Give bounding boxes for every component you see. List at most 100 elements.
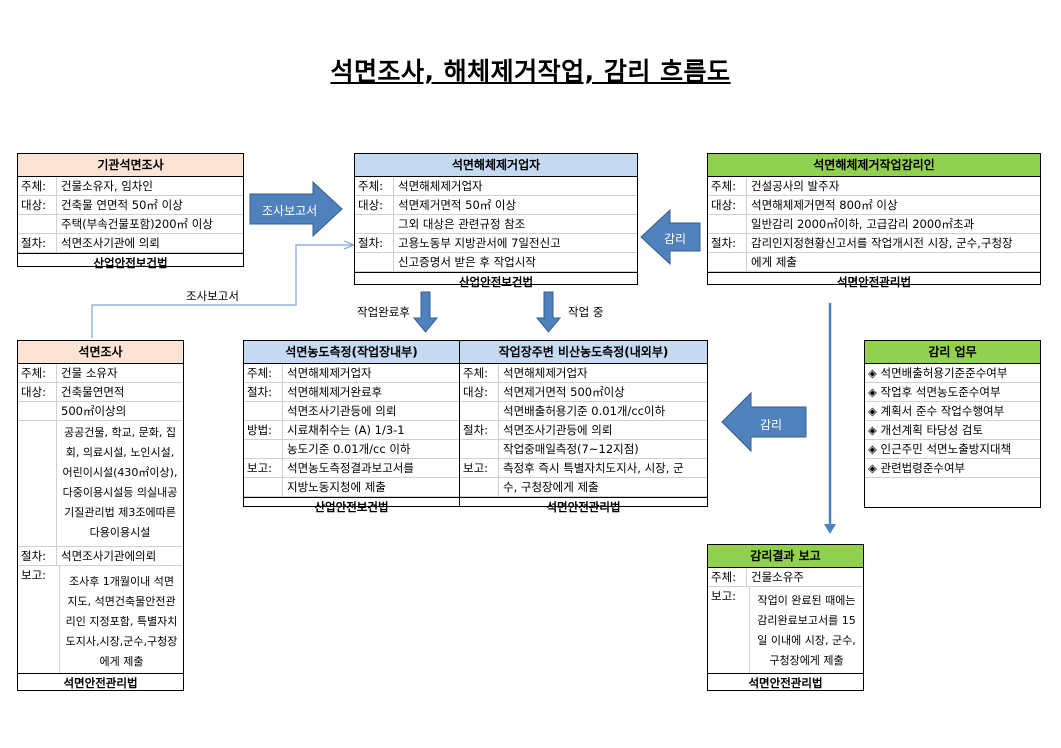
row-value: 500㎡이상의 bbox=[56, 402, 183, 420]
agency-survey-box: 기관석면조사 주체: 건물소유자, 임차인 대상: 건축물 연면적 50㎡ 이상 주… bbox=[17, 153, 244, 270]
row-value: 석면해체제거면적 800㎡ 이상 bbox=[746, 196, 1040, 214]
row-label: 보고: bbox=[247, 461, 273, 475]
row-label bbox=[18, 402, 56, 420]
row-label: 방법: bbox=[247, 423, 273, 437]
row-label: 대상: bbox=[463, 385, 489, 399]
asbestos-survey-target-detail: 공공건물, 학교, 문화, 집회, 의료시설, 노인시설, 어린이시설(430㎡… bbox=[56, 421, 183, 546]
row-label bbox=[708, 253, 746, 271]
after-completion-label: 작업완료후 bbox=[357, 305, 410, 319]
during-work-label: 작업 중 bbox=[568, 305, 604, 319]
concentration-work-box: 석면농도측정(작업장내부) 주체:석면해체제거업자 절차:석면해체제거완료후 석… bbox=[243, 340, 460, 514]
concentration-work-header: 석면농도측정(작업장내부) bbox=[244, 341, 459, 364]
row-label: 절차: bbox=[358, 236, 384, 250]
row-value: 작업중매일측정(7~12지점) bbox=[498, 440, 707, 458]
row-label: 주체: bbox=[711, 570, 737, 584]
table-row: 절차:석면조사기관에 의뢰 bbox=[18, 234, 243, 253]
row-label bbox=[244, 440, 282, 458]
row-label: 주체: bbox=[247, 366, 273, 380]
list-item: ◈ 개선계획 타당성 검토 bbox=[865, 421, 1040, 440]
table-row: 절차: 석면해체제거완료후 bbox=[244, 383, 459, 402]
row-value: 석면조사기관에의뢰 bbox=[56, 547, 183, 565]
table-row: 주체: 건물소유자, 임차인 bbox=[18, 177, 243, 196]
row-value: 감리인지정현황신고서를 작업개시전 시장, 군수,구청장 bbox=[746, 234, 1040, 252]
row-label: 주체: bbox=[21, 366, 47, 380]
row-label: 보고: bbox=[711, 589, 737, 603]
table-row: 대상:석면제거면적 500㎡이상 bbox=[460, 383, 707, 402]
task-item: ◈ 작업후 석면농도준수여부 bbox=[868, 385, 1001, 399]
row-label: 주체: bbox=[358, 179, 384, 193]
row-value: 석면조사기관등에 의뢰 bbox=[498, 421, 707, 439]
table-row: 대상:석면제거면적 50㎡ 이상 bbox=[355, 196, 637, 215]
row-value: 건축물 연면적 50㎡ 이상 bbox=[56, 196, 243, 214]
row-label bbox=[244, 478, 282, 496]
row-label: 대상: bbox=[711, 198, 737, 212]
supervision-report-law: 석면안전관리법 bbox=[708, 673, 863, 692]
row-value: 시료채취수는 (A) 1/3-1 bbox=[282, 421, 459, 439]
agency-survey-header: 기관석면조사 bbox=[18, 154, 243, 177]
asbestos-survey-header: 석면조사 bbox=[18, 341, 183, 364]
asbestos-survey-report-row: 보고: 조사후 1개월이내 석면지도, 석면건축물안전관리인 지정포함, 특별자… bbox=[18, 566, 183, 673]
row-label bbox=[460, 440, 498, 458]
row-value: 그외 대상은 관련규정 참조 bbox=[393, 215, 637, 233]
table-row: 보고:측정후 즉시 특별자치도지사, 시장, 군 bbox=[460, 459, 707, 478]
list-item: ◈ 관련법령준수여부 bbox=[865, 459, 1040, 478]
row-value: 건물 소유자 bbox=[56, 364, 183, 382]
table-row: 주체:건물소유주 bbox=[708, 568, 863, 587]
row-label bbox=[460, 478, 498, 496]
row-label bbox=[355, 253, 393, 271]
table-row: 농도기준 0.01개/cc 이하 bbox=[244, 440, 459, 459]
concentration-perimeter-box: 작업장주변 비산농도측정(내외부) 주체:석면해체제거업자 대상:석면제거면적 … bbox=[459, 340, 708, 514]
supervision-report-detail-row: 보고: 작업이 완료된 때에는 감리완료보고서를 15일 이내에 시장, 군수,… bbox=[708, 587, 863, 673]
table-row: 주체:건설공사의 발주자 bbox=[708, 177, 1040, 196]
supervisor-box: 석면해체제거작업감리인 주체:건설공사의 발주자 대상:석면해체제거면적 800… bbox=[707, 153, 1041, 289]
list-item: ◈ 작업후 석면농도준수여부 bbox=[865, 383, 1040, 402]
asbestos-survey-law: 석면안전관리법 bbox=[18, 673, 183, 692]
completion-down-arrow bbox=[412, 291, 439, 333]
row-label bbox=[18, 215, 56, 233]
concentration-perimeter-law: 석면안전관리법 bbox=[460, 497, 707, 516]
row-value: 지방노동지청에 제출 bbox=[282, 478, 459, 496]
table-row: 석면조사기관등에 의뢰 bbox=[244, 402, 459, 421]
asbestos-survey-box: 석면조사 주체: 건물 소유자 대상:건축물연면적 500㎡이상의 공공건물, 학… bbox=[17, 340, 184, 691]
table-row: 절차: 석면조사기관등에 의뢰 bbox=[460, 421, 707, 440]
row-value: 고용노동부 지방관서에 7일전신고 bbox=[393, 234, 637, 252]
list-item: ◈ 인근주민 석면노출방지대책 bbox=[865, 440, 1040, 459]
table-row: 절차: 감리인지정현황신고서를 작업개시전 시장, 군수,구청장 bbox=[708, 234, 1040, 253]
table-row: 대상:건축물연면적 bbox=[18, 383, 183, 402]
supervision-mid-arrow-label: 감리 bbox=[760, 418, 783, 432]
row-value: 일반감리 2000㎡이하, 고급감리 2000㎡초과 bbox=[746, 215, 1040, 233]
survey-connector-line bbox=[91, 244, 352, 338]
row-label-spacer bbox=[18, 421, 56, 546]
row-label: 주체: bbox=[463, 366, 489, 380]
row-value: 석면해체제거완료후 bbox=[282, 383, 459, 401]
table-row: 절차:석면조사기관에의뢰 bbox=[18, 547, 183, 566]
during-work-down-arrow bbox=[535, 291, 562, 333]
row-value: 측정후 즉시 특별자치도지사, 시장, 군 bbox=[498, 459, 707, 477]
list-item: ◈ 계획서 준수 작업수행여부 bbox=[865, 402, 1040, 421]
row-value: 건물소유자, 임차인 bbox=[56, 177, 243, 195]
row-label bbox=[708, 215, 746, 233]
list-item: ◈ 석면배출허용기준준수여부 bbox=[865, 364, 1040, 383]
page-title: 석면조사, 해체제거작업, 감리 흐름도 bbox=[330, 57, 731, 86]
row-value: 석면배출허용기준 0.01개/cc이하 bbox=[498, 402, 707, 420]
table-row: 방법: 시료채취수는 (A) 1/3-1 bbox=[244, 421, 459, 440]
row-label: 절차: bbox=[247, 385, 273, 399]
supervision-report-detail: 작업이 완료된 때에는 감리완료보고서를 15일 이내에 시장, 군수, 구청장… bbox=[749, 587, 863, 673]
supervision-report-header: 감리결과 보고 bbox=[708, 545, 863, 568]
table-row: 신고증명서 받은 후 작업시작 bbox=[355, 253, 637, 272]
row-label bbox=[244, 402, 282, 420]
row-label: 대상: bbox=[21, 198, 47, 212]
row-label: 절차: bbox=[711, 236, 737, 250]
agency-survey-law: 산업안전보건법 bbox=[18, 253, 243, 272]
row-label: 주체: bbox=[21, 179, 47, 193]
row-label: 절차: bbox=[463, 423, 489, 437]
table-row: 절차: 고용노동부 지방관서에 7일전신고 bbox=[355, 234, 637, 253]
table-row: 석면배출허용기준 0.01개/cc이하 bbox=[460, 402, 707, 421]
asbestos-survey-target-row: 공공건물, 학교, 문화, 집회, 의료시설, 노인시설, 어린이시설(430㎡… bbox=[18, 421, 183, 547]
supervisor-law: 석면안전관리법 bbox=[708, 272, 1040, 291]
concentration-work-law: 산업안전보건법 bbox=[244, 497, 459, 516]
table-row: 주체: 석면해체제거업자 bbox=[355, 177, 637, 196]
table-row: 그외 대상은 관련규정 참조 bbox=[355, 215, 637, 234]
row-value: 석면해체제거업자 bbox=[393, 177, 637, 195]
task-item: ◈ 관련법령준수여부 bbox=[868, 461, 966, 475]
